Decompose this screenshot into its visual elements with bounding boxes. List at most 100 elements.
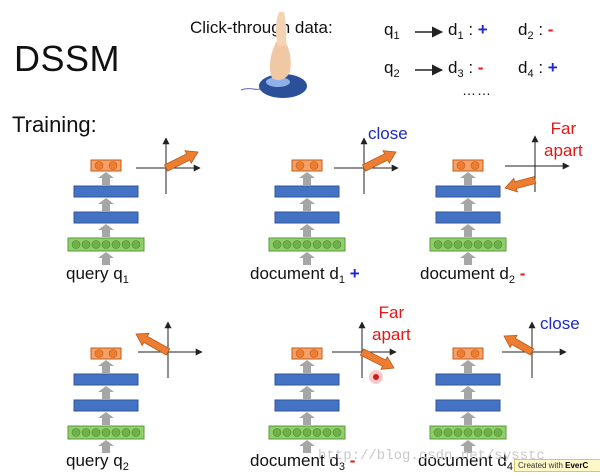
hidden-layer [73,373,139,386]
output-layer [291,347,323,360]
up-arrow [460,198,476,211]
output-node [470,161,480,170]
up-arrow [98,386,114,399]
input-node [292,428,302,437]
network-query-q1 [67,137,201,265]
hidden-layer [73,399,139,412]
page-title: DSSM [14,38,121,79]
input-node [433,240,443,249]
input-node [282,428,292,437]
output-layer [452,347,484,360]
up-arrow [98,360,114,373]
input-node [81,240,91,249]
up-arrow [98,440,114,453]
input-node [91,428,101,437]
output-node [108,349,118,358]
input-node [101,428,111,437]
up-arrow [98,172,114,185]
input-node [312,240,322,249]
caption-document-d3: document d3 - [250,451,356,473]
hidden-layer [274,185,340,198]
output-node [456,349,466,358]
input-node [322,240,332,249]
output-node [456,161,466,170]
input-node [483,240,493,249]
hidden-layer [435,399,501,412]
hidden-layer [274,373,340,386]
network-document-d2 [429,135,570,265]
input-node [272,240,282,249]
input-node [473,428,483,437]
output-layer [90,347,122,360]
created-with-badge: Created with EverC [514,459,600,472]
input-node [453,240,463,249]
network-query-q2 [67,321,203,453]
input-node [332,240,342,249]
input-node [493,240,503,249]
output-node [94,161,104,170]
pair-q1-d1-doc: d1 : + [448,20,488,42]
pair-q2-d3-doc: d3 : - [448,58,484,80]
input-node [493,428,503,437]
output-node [470,349,480,358]
pair-q1-d2: d2 : - [518,20,554,42]
caption-document-d4: document d4 [418,451,513,473]
up-arrow [460,412,476,425]
hidden-layer [435,185,501,198]
up-arrow [460,440,476,453]
caption-query-q2: query q2 [66,451,129,473]
mouse-click-icon [240,12,307,98]
network-document-d4 [429,321,567,453]
output-node [108,161,118,170]
pair-q2-d3: q2 [384,58,400,80]
input-node [121,428,131,437]
up-arrow [460,224,476,237]
input-node [322,428,332,437]
up-arrow [299,172,315,185]
up-arrow [460,252,476,265]
up-arrow [460,172,476,185]
output-layer [452,159,484,172]
input-node [453,428,463,437]
output-node [309,161,319,170]
output-layer [90,159,122,172]
hidden-layer [73,211,139,224]
clickthrough-label: Click-through data: [190,18,333,37]
input-node [71,240,81,249]
semantic-vector-arrow [135,332,171,356]
input-node [131,428,141,437]
hidden-layer [274,399,340,412]
input-node [433,428,443,437]
note-close-d4: close [540,314,580,333]
input-node [91,240,101,249]
up-arrow [299,224,315,237]
input-node [312,428,322,437]
semantic-vector-arrow [504,176,537,193]
input-node [272,428,282,437]
input-node [71,428,81,437]
output-node [295,349,305,358]
up-arrow [98,198,114,211]
pair-q2-d4: d4 : + [518,58,558,80]
up-arrow [98,252,114,265]
up-arrow [98,412,114,425]
pointer-dot [373,374,379,380]
hidden-layer [274,211,340,224]
input-node [473,240,483,249]
input-node [111,240,121,249]
caption-document-d1: document d1 + [250,264,360,286]
hidden-layer [435,211,501,224]
input-node [443,428,453,437]
input-node [81,428,91,437]
up-arrow [299,198,315,211]
note-close-d1: close [368,124,408,143]
input-node [292,240,302,249]
up-arrow [98,224,114,237]
up-arrow [299,412,315,425]
up-arrow [299,386,315,399]
training-label: Training: [12,112,97,137]
input-node [101,240,111,249]
